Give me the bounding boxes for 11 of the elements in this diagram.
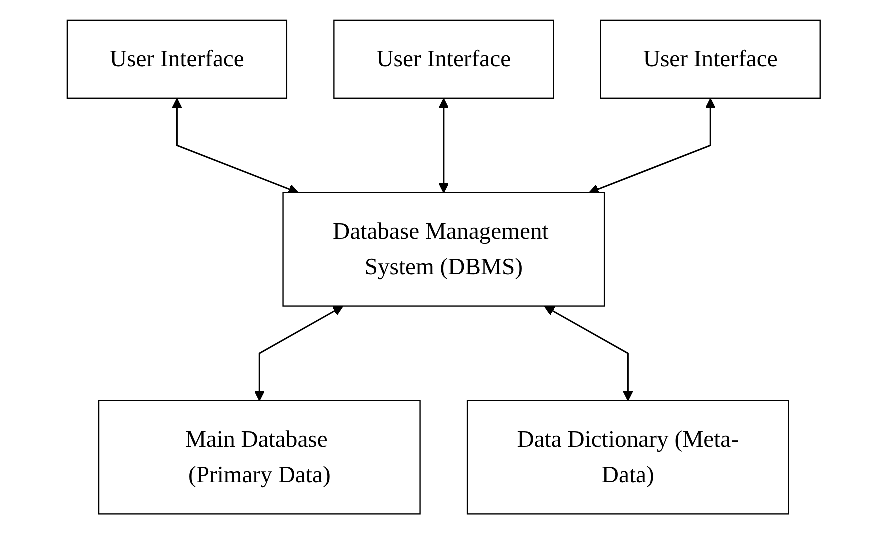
node-box: User Interface — [600, 20, 821, 99]
node-box: Data Dictionary (Meta-Data) — [466, 400, 789, 514]
node-box: User Interface — [333, 20, 554, 99]
node-box: Main Database (Primary Data) — [98, 400, 420, 514]
arrow — [588, 98, 716, 194]
arrow — [544, 306, 633, 401]
node-box: Database Management System (DBMS) — [282, 192, 605, 307]
arrow — [254, 306, 344, 401]
arrow — [438, 98, 449, 194]
arrow — [172, 98, 298, 194]
node-box: User Interface — [66, 20, 288, 99]
